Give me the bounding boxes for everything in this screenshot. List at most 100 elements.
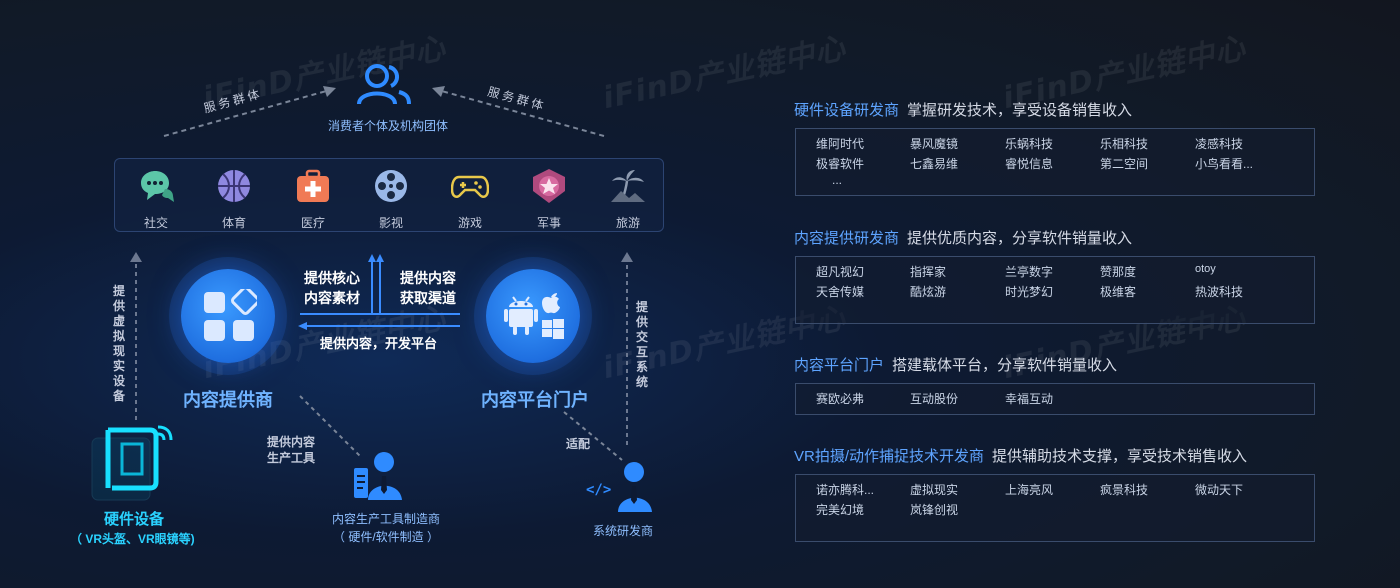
text-line: 提供内容 bbox=[400, 270, 456, 286]
company-box: 超凡视幻 指挥家 兰亭数字 赞那度 otoy 天舍传媒 酷炫游 时光梦幻 极维客… bbox=[795, 256, 1315, 324]
company-item: 睿悦信息 bbox=[1005, 157, 1054, 171]
section-header: 硬件设备研发商掌握研发技术，享受设备销售收入 bbox=[794, 99, 1132, 120]
section-title: 内容平台门户 bbox=[794, 357, 885, 374]
company-item: 赛欧必弗 bbox=[816, 392, 865, 406]
company-item: 乐蜗科技 bbox=[1005, 137, 1054, 151]
company-item: 第二空间 bbox=[1100, 157, 1149, 171]
section-header: VR拍摄/动作捕捉技术开发商提供辅助技术支撑，享受技术销售收入 bbox=[794, 445, 1247, 466]
category-sports: 体育 bbox=[204, 167, 264, 231]
channel-label: 提供内容 获取渠道 bbox=[400, 268, 456, 308]
vr-device-icon bbox=[91, 425, 173, 501]
company-item: 虚拟现实 bbox=[910, 483, 959, 497]
category-label: 军事 bbox=[536, 216, 561, 230]
category-label: 旅游 bbox=[615, 216, 640, 230]
hardware-title: 硬件设备 bbox=[104, 511, 165, 528]
section-desc: 提供优质内容，分享软件销量收入 bbox=[907, 230, 1133, 247]
system-developer-label: 系统研发商 bbox=[593, 524, 654, 538]
android-icon bbox=[504, 296, 538, 335]
company-item: 岚锋创视 bbox=[910, 503, 959, 517]
section-header: 内容平台门户搭建载体平台，分享软件销量收入 bbox=[794, 354, 1117, 375]
dev-platform-label: 提供内容，开发平台 bbox=[320, 336, 438, 351]
company-item: 超凡视幻 bbox=[816, 265, 865, 279]
text-line: 内容素材 bbox=[304, 290, 360, 306]
tool-maker-icon bbox=[354, 452, 402, 500]
section-desc: 提供辅助技术支撑，享受技术销售收入 bbox=[992, 448, 1248, 465]
company-item: 小鸟看看... bbox=[1195, 157, 1254, 171]
company-item: ... bbox=[832, 173, 843, 187]
company-item: 互动股份 bbox=[910, 392, 959, 406]
apple-icon bbox=[542, 293, 560, 314]
section-title: VR拍摄/动作捕捉技术开发商 bbox=[794, 448, 985, 465]
company-item: 热波科技 bbox=[1195, 285, 1244, 299]
company-item: 疯景科技 bbox=[1100, 483, 1149, 497]
category-label: 医疗 bbox=[300, 216, 325, 230]
medical-kit-icon bbox=[297, 169, 329, 202]
category-military: 军事 bbox=[519, 167, 579, 231]
category-label: 体育 bbox=[221, 216, 246, 230]
section-desc: 掌握研发技术，享受设备销售收入 bbox=[907, 102, 1133, 119]
military-badge-icon bbox=[533, 169, 565, 203]
tool-arrow bbox=[299, 395, 361, 457]
category-film: 影视 bbox=[361, 167, 421, 231]
side-right-label: 提供交互系统 bbox=[635, 300, 648, 389]
company-item: 乐相科技 bbox=[1100, 137, 1149, 151]
section-title: 内容提供研发商 bbox=[794, 230, 900, 247]
windows-icon bbox=[542, 319, 564, 339]
text-line: 获取渠道 bbox=[400, 290, 456, 306]
right-vertical-arrow bbox=[621, 252, 633, 445]
app-grid-icon bbox=[204, 289, 257, 341]
palm-tree-icon bbox=[611, 170, 645, 202]
core-content-label: 提供核心 内容素材 bbox=[304, 268, 360, 308]
company-item: 幸福互动 bbox=[1005, 392, 1054, 406]
consumer-label: 消费者个体及机构团体 bbox=[328, 119, 449, 133]
company-item: 维阿时代 bbox=[816, 137, 865, 151]
text-line: 提供核心 bbox=[304, 270, 360, 286]
section-title: 硬件设备研发商 bbox=[794, 102, 900, 119]
text-line: 提供内容 bbox=[267, 435, 316, 449]
company-item: 时光梦幻 bbox=[1005, 285, 1054, 299]
category-social: 社交 bbox=[126, 167, 186, 231]
company-item: 兰亭数字 bbox=[1005, 265, 1054, 279]
gamepad-icon bbox=[450, 175, 490, 198]
middle-arrows bbox=[298, 254, 460, 330]
company-item: 凌感科技 bbox=[1195, 137, 1244, 151]
adapt-label: 适配 bbox=[566, 437, 591, 451]
category-medical: 医疗 bbox=[283, 167, 343, 231]
tool-label: 提供内容 生产工具 bbox=[267, 434, 315, 466]
users-icon bbox=[357, 64, 411, 105]
company-item: 诺亦腾科... bbox=[816, 483, 875, 497]
company-item: 微动天下 bbox=[1195, 483, 1244, 497]
film-reel-icon bbox=[375, 170, 407, 202]
text-line: （ 硬件/软件制造 ） bbox=[332, 530, 439, 544]
tool-maker-label: 内容生产工具制造商 （ 硬件/软件制造 ） bbox=[326, 510, 446, 546]
company-box: 维阿时代 暴风魔镜 乐蜗科技 乐相科技 凌感科技 极睿软件 七鑫易维 睿悦信息 … bbox=[795, 128, 1315, 196]
section-desc: 搭建载体平台，分享软件销量收入 bbox=[892, 357, 1118, 374]
text-line: 内容生产工具制造商 bbox=[331, 512, 440, 526]
content-provider-title: 内容提供商 bbox=[183, 390, 273, 410]
side-left-label: 提供虚拟现实设备 bbox=[112, 284, 125, 403]
serve-arrow-left bbox=[163, 86, 336, 137]
system-developer-icon: </> bbox=[586, 462, 652, 512]
company-box: 诺亦腾科... 虚拟现实 上海亮风 疯景科技 微动天下 完美幻境 岚锋创视 bbox=[795, 474, 1315, 542]
category-game: 游戏 bbox=[440, 167, 500, 231]
category-label: 游戏 bbox=[457, 216, 482, 230]
company-item: 赞那度 bbox=[1100, 265, 1137, 279]
company-item: 天舍传媒 bbox=[816, 285, 865, 299]
company-box: 赛欧必弗 互动股份 幸福互动 bbox=[795, 383, 1315, 415]
company-item: 暴风魔镜 bbox=[910, 137, 959, 151]
category-panel: 社交 体育 医疗 影视 bbox=[114, 158, 664, 232]
hardware-subtitle: （ VR头盔、VR眼镜等) bbox=[70, 532, 195, 546]
content-platform-title: 内容平台门户 bbox=[481, 390, 589, 410]
category-label: 社交 bbox=[143, 216, 168, 230]
company-item: 极维客 bbox=[1100, 285, 1137, 299]
text-line: 生产工具 bbox=[267, 451, 316, 465]
company-item: 极睿软件 bbox=[816, 157, 865, 171]
category-label: 影视 bbox=[378, 216, 403, 230]
content-provider-hub bbox=[181, 269, 275, 363]
company-item: 指挥家 bbox=[910, 265, 947, 279]
svg-text:</>: </> bbox=[586, 482, 611, 498]
content-platform-hub bbox=[486, 269, 580, 363]
section-header: 内容提供研发商提供优质内容，分享软件销量收入 bbox=[794, 227, 1132, 248]
company-item: 上海亮风 bbox=[1005, 483, 1054, 497]
company-item: otoy bbox=[1195, 263, 1216, 275]
